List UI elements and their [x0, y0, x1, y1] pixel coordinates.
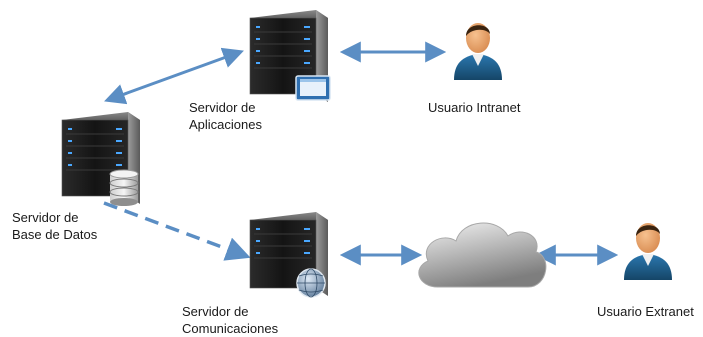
db-server-label: Servidor de Base de Datos	[12, 209, 97, 243]
comm-server-label-line1: Servidor de	[182, 304, 249, 319]
comm-server-label: Servidor de Comunicaciones	[182, 303, 278, 337]
app-server-label: Servidor de Aplicaciones	[189, 99, 262, 133]
intranet-user-label: Usuario Intranet	[428, 100, 521, 115]
server-with-globe-icon	[249, 212, 328, 298]
cloud-icon	[418, 222, 547, 288]
user-icon	[454, 23, 502, 80]
app-server-label-line2: Aplicaciones	[189, 117, 262, 132]
connector-db-to-app	[104, 47, 244, 105]
database-icon	[109, 169, 139, 206]
comm-server-label-line2: Comunicaciones	[182, 321, 279, 336]
connector-db-to-comm	[103, 201, 251, 261]
db-server-label-line1: Servidor de	[12, 210, 79, 225]
user-icon	[624, 223, 672, 280]
db-server-label-line2: Base de Datos	[12, 227, 98, 242]
server-with-window-icon	[249, 10, 331, 102]
globe-icon	[296, 268, 326, 298]
connectors	[103, 41, 619, 266]
extranet-user-label: Usuario Extranet	[597, 304, 694, 319]
server-with-database-icon	[61, 112, 140, 206]
app-server-label-line1: Servidor de	[189, 100, 256, 115]
